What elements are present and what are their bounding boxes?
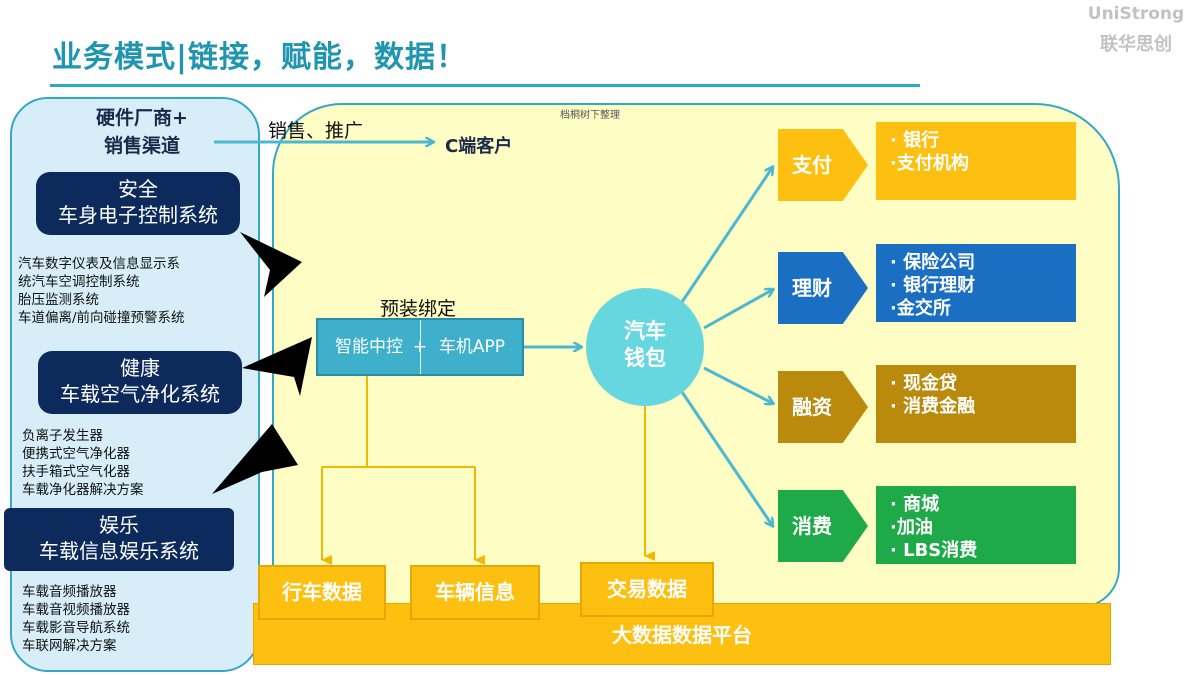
wallet-to-consume-arrow [680, 391, 772, 525]
hardware-vendor-label: 硬件厂商+ [96, 107, 188, 129]
wallet-label-line1: 汽车 [624, 319, 666, 343]
entertain-to-center-arrow [212, 424, 298, 494]
detail-item: ·支付机构 [890, 153, 969, 174]
category-payment-detail: · 银行 ·支付机构 [876, 122, 1076, 200]
plus-sign: + [412, 337, 428, 357]
group-system: 车载空气净化系统 [60, 382, 220, 406]
group-name: 娱乐 [99, 513, 139, 537]
entertainment-group-pill: 娱乐 车载信息娱乐系统 [4, 508, 234, 571]
list-item: 负离子发生器 [22, 428, 103, 444]
security-group-pill: 安全 车身电子控制系统 [36, 172, 240, 235]
detail-item: · 银行 [890, 130, 940, 151]
list-item: 胎压监测系统 [18, 292, 99, 308]
category-investment-detail: · 保险公司 · 银行理财 ·金交所 [876, 244, 1076, 322]
wallet-to-invest-arrow [703, 290, 772, 330]
detail-item: · LBS消费 [890, 540, 978, 561]
list-item: 车载音频播放器 [22, 584, 117, 600]
category-consumption-detail: · 商城 ·加油 · LBS消费 [876, 486, 1076, 564]
title-underline [50, 84, 920, 87]
brand-logo-en: UniStrong [1087, 4, 1185, 24]
list-item: 统汽车空调控制系统 [18, 274, 140, 290]
category-financing-detail: · 现金贷 · 消费金融 [876, 365, 1076, 443]
wallet-to-pay-arrow [678, 168, 772, 306]
brand-logo-cn: 联华思创 [1100, 34, 1172, 55]
vehicle-info-box: 车辆信息 [410, 565, 540, 620]
c-customer-label: C端客户 [445, 136, 513, 157]
sales-channel-label: 销售渠道 [103, 135, 180, 157]
driving-data-box: 行车数据 [258, 565, 386, 620]
preinstall-binding-label: 预装绑定 [379, 298, 456, 320]
detail-item: · 保险公司 [890, 252, 976, 273]
list-item: 扶手箱式空气化器 [22, 464, 130, 480]
car-app-label: 车机APP [438, 337, 506, 357]
detail-item: · 现金贷 [890, 373, 958, 394]
group-name: 安全 [118, 177, 158, 201]
detail-item: ·加油 [890, 517, 933, 538]
group-system: 车身电子控制系统 [58, 203, 218, 227]
detail-item: · 消费金融 [890, 396, 976, 417]
center-box-divider [420, 320, 421, 374]
detail-item: ·金交所 [890, 298, 951, 319]
health-item-list: 负离子发生器 便携式空气净化器 扶手箱式空气化器 车载净化器解决方案 [22, 427, 144, 499]
entertainment-item-list: 车载音频播放器 车载音视频播放器 车载影音导航系统 车联网解决方案 [22, 583, 130, 655]
wallet-label-line2: 钱包 [624, 346, 666, 370]
list-item: 车联网解决方案 [22, 638, 117, 654]
list-item: 车载音视频播放器 [22, 602, 130, 618]
detail-item: · 商城 [890, 494, 940, 515]
wallet-to-finance-arrow [703, 366, 772, 403]
source-note: 档桐树下整理 [560, 110, 620, 121]
list-item: 汽车数字仪表及信息显示系 [18, 256, 180, 272]
group-name: 健康 [120, 356, 160, 380]
car-wallet-circle: 汽车 钱包 [586, 288, 704, 406]
transaction-data-box: 交易数据 [580, 562, 714, 617]
smart-console-label: 智能中控 [335, 337, 403, 357]
security-item-list: 汽车数字仪表及信息显示系 统汽车空调控制系统 胎压监测系统 车道偏离/前向碰撞预… [18, 255, 185, 327]
group-system: 车载信息娱乐系统 [39, 539, 199, 563]
security-to-center-arrow [240, 232, 302, 297]
list-item: 车载影音导航系统 [22, 620, 130, 636]
list-item: 车道偏离/前向碰撞预警系统 [18, 310, 185, 326]
health-group-pill: 健康 车载空气净化系统 [38, 351, 242, 414]
detail-item: · 银行理财 [890, 275, 976, 296]
list-item: 便携式空气净化器 [22, 446, 130, 462]
health-to-center-arrow [242, 337, 312, 396]
page-title: 业务模式|链接，赋能，数据！ [52, 40, 467, 75]
sales-promotion-label: 销售、推广 [268, 120, 364, 142]
list-item: 车载净化器解决方案 [22, 482, 144, 498]
